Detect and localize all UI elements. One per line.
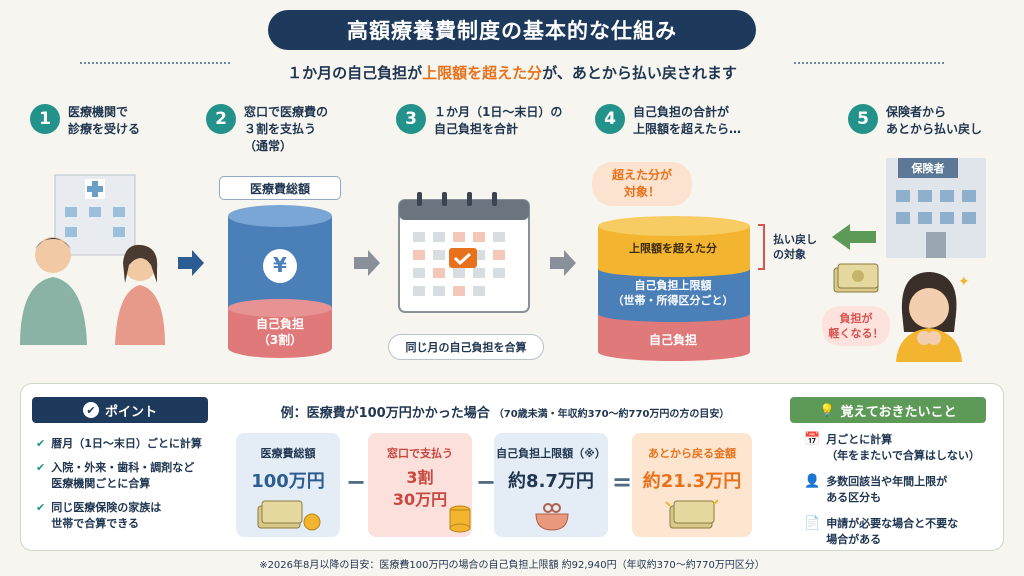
card-label: あとから戻る金額 xyxy=(648,447,736,460)
step-3: 3 １か月（1日〜末日）の 自己負担を合計 xyxy=(396,104,562,138)
footnote: ※2026年8月以降の目安：医療費100万円の場合の自己負担上限額 約92,94… xyxy=(259,560,765,571)
point-item-text: 暦月（1日〜末日）ごとに計算 xyxy=(51,437,202,450)
step-text: 自己負担の合計が 上限額を超えたら… xyxy=(633,105,742,136)
step-number: 2 xyxy=(206,104,236,134)
card-refund: あとから戻る金額約21.3万円 xyxy=(632,433,752,537)
card-label: 窓口で支払う xyxy=(387,447,453,460)
card-label: 自己負担上限額（※） xyxy=(496,447,606,460)
subtitle: １か月の自己負担が上限額を超えた分が、あとから払い戻されます xyxy=(0,62,1024,83)
point-header-label: ポイント xyxy=(104,404,157,420)
person-icon: 👤 xyxy=(804,474,821,489)
bracket-icon xyxy=(758,224,765,270)
step-number: 5 xyxy=(848,104,878,134)
remember-list: 📅 月ごとに計算 （年をまたいで合算はしない） 👤 多数回該当や年間上限が ある区分… xyxy=(804,432,1000,556)
minus-operator: − xyxy=(476,468,497,496)
woman-icon xyxy=(896,272,962,362)
subtitle-after: が、あとから払い戻されます xyxy=(542,64,737,82)
list-item: ✔ 入院・外来・歯科・調剤など 医療機関ごとに合算 xyxy=(36,460,216,492)
arrow-right-icon xyxy=(178,250,204,276)
sparkle-icon: ✦ xyxy=(958,274,970,290)
list-item: 📅 月ごとに計算 （年をまたいで合算はしない） xyxy=(804,432,1000,464)
cash-icon xyxy=(257,500,321,531)
step-number: 4 xyxy=(595,104,625,134)
insurer-label: 保険者 xyxy=(898,158,958,178)
list-item: ✔ 同じ医療保険の家族は 世帯で合算できる xyxy=(36,500,216,532)
arrow-right-icon xyxy=(550,250,576,276)
cash-icon xyxy=(833,263,879,293)
subtitle-highlight: 上限額を超えた分 xyxy=(422,64,543,82)
sum-caption: 同じ月の自己負担を合算 xyxy=(388,334,544,360)
total-cost-label: 医療費総額 xyxy=(219,176,341,200)
subtitle-before: １か月の自己負担が xyxy=(287,64,423,82)
page-title: 高額療養費制度の基本的な仕組み xyxy=(268,10,756,50)
hospital-icon xyxy=(54,174,136,256)
coins-icon xyxy=(449,505,471,533)
list-item: ✔ 暦月（1日〜末日）ごとに計算 xyxy=(36,436,216,452)
list-item: 📄 申請が必要な場合と不要な 場合がある xyxy=(804,516,1000,548)
card-value: 3割 30万円 xyxy=(392,468,448,509)
excess-label: 上限額を超えた分 xyxy=(629,242,717,255)
relief-bubble: 負担が 軽くなる！ xyxy=(822,306,890,346)
remember-item-text: 多数回該当や年間上限が ある区分も xyxy=(826,475,948,504)
step-1: 1 医療機関で 診療を受ける xyxy=(30,104,140,138)
check-circle-icon: ✔ xyxy=(82,402,99,418)
list-item: 👤 多数回該当や年間上限が ある区分も xyxy=(804,474,1000,506)
patient-icon xyxy=(115,244,165,345)
equals-operator: = xyxy=(612,468,633,496)
remember-item-text: 月ごとに計算 （年をまたいで合算はしない） xyxy=(826,433,980,462)
hospital-visit-illustration xyxy=(20,174,165,345)
step-text: 医療機関で 診療を受ける xyxy=(68,105,141,136)
check-icon: ✔ xyxy=(36,437,46,450)
step-text: 窓口で医療費の ３割を支払う （通常） xyxy=(244,105,329,153)
calendar-icon xyxy=(398,192,530,313)
yen-icon: ¥ xyxy=(273,253,287,277)
point-item-text: 入院・外来・歯科・調剤など 医療機関ごとに合算 xyxy=(51,461,195,490)
building-icon xyxy=(896,190,976,258)
example-title: 例：医療費が100万円かかった場合 xyxy=(280,406,490,421)
check-icon: ✔ xyxy=(36,501,46,514)
arrow-right-icon xyxy=(354,250,380,276)
step-number: 3 xyxy=(396,104,426,134)
step-5: 5 保険者から あとから払い戻し xyxy=(848,104,982,138)
cost-cylinder xyxy=(228,205,332,358)
point-list: ✔ 暦月（1日〜末日）ごとに計算 ✔ 入院・外来・歯科・調剤など 医療機関ごとに合算… xyxy=(36,436,216,540)
point-header: ✔ ポイント xyxy=(32,397,208,423)
example-title-row: 例：医療費が100万円かかった場合（70歳未満・年収約370〜約770万円の方の… xyxy=(230,402,780,421)
limit-cylinder xyxy=(598,216,750,361)
point-item-text: 同じ医療保険の家族は 世帯で合算できる xyxy=(51,501,162,530)
card-value: 100万円 xyxy=(251,471,325,492)
limit-label: 自己負担上限額 （世帯・所得区分ごと） xyxy=(612,279,734,307)
cash-icon xyxy=(665,499,719,529)
arrow-left-icon xyxy=(832,224,876,250)
step-2: 2 窓口で医療費の ３割を支払う （通常） xyxy=(206,104,328,155)
minus-operator: − xyxy=(346,468,367,496)
self-pay-label: 自己負担 （3割） xyxy=(255,317,304,347)
card-label: 医療費総額 xyxy=(260,447,316,460)
example-note: （70歳未満・年収約370〜約770万円の方の目安） xyxy=(493,409,730,420)
divider-right xyxy=(794,62,944,64)
excess-bubble: 超えた分が 対象！ xyxy=(592,162,692,206)
step-number: 1 xyxy=(30,104,60,134)
remember-header-label: 覚えておきたいこと xyxy=(840,404,957,420)
calendar-icon: 📅 xyxy=(804,432,821,447)
coin-purse-icon xyxy=(535,503,569,531)
card-value: 約21.3万円 xyxy=(642,471,742,492)
remember-header: 💡 覚えておきたいこと xyxy=(790,397,986,423)
refund-target-label: 払い戻し の対象 xyxy=(773,233,817,261)
divider-left xyxy=(80,62,230,64)
doctor-icon xyxy=(20,237,87,345)
step-text: １か月（1日〜末日）の 自己負担を合計 xyxy=(434,105,563,136)
check-icon: ✔ xyxy=(36,461,46,474)
self-pay-label: 自己負担 xyxy=(648,333,697,347)
step-4: 4 自己負担の合計が 上限額を超えたら… xyxy=(595,104,741,138)
lightbulb-icon: 💡 xyxy=(819,403,835,417)
remember-item-text: 申請が必要な場合と不要な 場合がある xyxy=(826,517,959,546)
card-value: 約8.7万円 xyxy=(508,471,594,492)
document-icon: 📄 xyxy=(804,516,821,531)
step-text: 保険者から あとから払い戻し xyxy=(886,105,983,136)
